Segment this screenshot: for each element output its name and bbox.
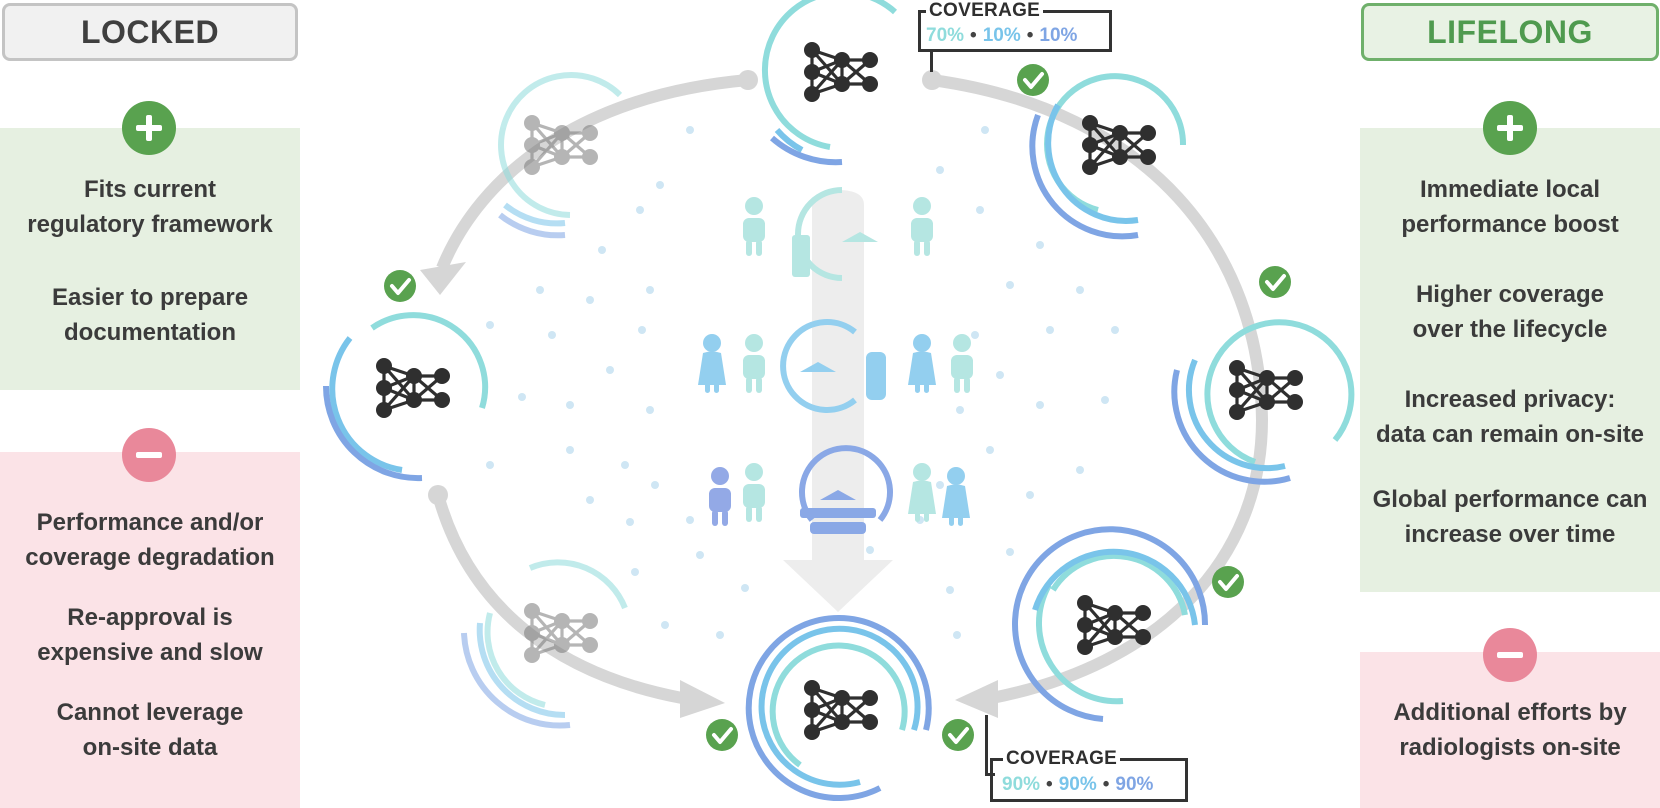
check-icon [940, 717, 976, 753]
coverage-leader [985, 773, 995, 776]
lifelong-pro-item: Global performance can increase over tim… [1372, 486, 1648, 548]
minus-icon [122, 428, 176, 482]
arrow-head [420, 262, 466, 295]
locked-pro-item: Easier to prepare documentation [51, 284, 249, 346]
check-icon [704, 717, 740, 753]
site-2 [698, 319, 973, 413]
scanner-icon [799, 445, 893, 522]
model-node-faded [461, 559, 628, 729]
locked-con-item: Re-approval is expensive and slow [37, 604, 263, 666]
check-icon [382, 268, 418, 304]
locked-title: LOCKED [2, 3, 298, 61]
person-icon [709, 467, 731, 526]
model-node-top [761, 0, 897, 166]
coverage-values: 90%•90%•90% [1002, 774, 1154, 795]
locked-pro-item: Fits current regulatory framework [27, 176, 273, 238]
model-node-top-right [1029, 73, 1187, 240]
locked-arc-top [436, 74, 749, 271]
person-icon [908, 463, 936, 522]
person-icon [743, 463, 765, 522]
person-icon [743, 334, 765, 393]
lifelong-pros-panel [1360, 128, 1660, 592]
arrow-head [680, 680, 725, 718]
person-icon [951, 334, 973, 393]
site-3 [709, 445, 970, 534]
locked-con-item: Performance and/or coverage degradation [25, 509, 275, 571]
check-icon [1210, 564, 1246, 600]
plus-icon [1483, 101, 1537, 155]
lifelong-con-item: Additional efforts by radiologists on-si… [1393, 699, 1627, 761]
lifelong-pro-item: Increased privacy: data can remain on-si… [1375, 386, 1645, 448]
lifelong-title: LIFELONG [1361, 3, 1659, 61]
check-icon [1257, 264, 1293, 300]
coverage-values: 70%•10%•10% [926, 25, 1078, 46]
check-icon [1015, 62, 1051, 98]
model-node-right [1171, 319, 1355, 485]
locked-con-item: Cannot leverage on-site data [56, 699, 244, 761]
lifelong-arc [931, 74, 1269, 704]
arrow-head [955, 680, 998, 718]
scanner-icon [780, 319, 857, 413]
lifelong-pro-item: Immediate local performance boost [1401, 176, 1619, 238]
model-node-faded [498, 72, 623, 239]
coverage-label: COVERAGE [1003, 748, 1121, 770]
minus-icon [1483, 628, 1537, 682]
dot-pattern [486, 126, 1119, 639]
plus-icon [122, 101, 176, 155]
model-node-bottom [745, 615, 932, 801]
person-icon [911, 197, 933, 256]
down-arrow [783, 190, 893, 612]
coverage-leader [930, 50, 933, 72]
coverage-leader [985, 715, 988, 775]
person-icon [698, 334, 726, 393]
person-icon [908, 334, 936, 393]
site-1 [743, 187, 933, 281]
coverage-label: COVERAGE [926, 0, 1044, 22]
model-node-left [322, 312, 489, 482]
lifelong-pro-item: Higher coverage over the lifecycle [1412, 281, 1608, 343]
person-icon [743, 197, 765, 256]
person-icon [942, 467, 970, 526]
locked-pros-panel [0, 128, 300, 390]
locked-cons-panel [0, 452, 300, 808]
model-node-bottom-right [1012, 526, 1209, 722]
